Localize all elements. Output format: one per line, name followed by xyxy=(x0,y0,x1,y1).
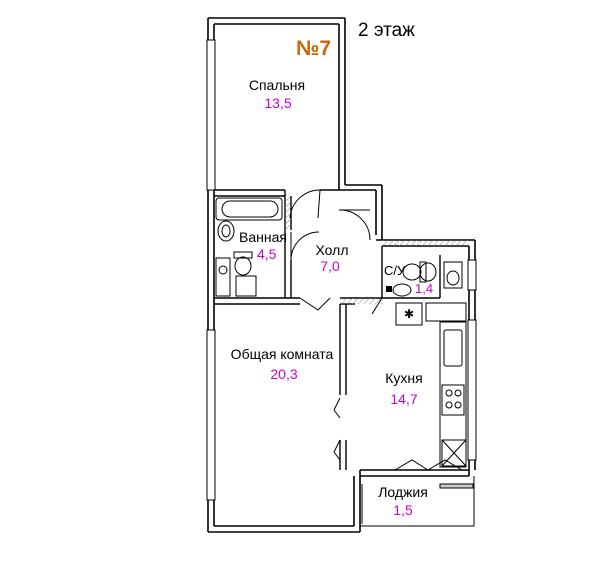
room-area-wc: 1,4 xyxy=(415,281,434,296)
floor-label: 2 этаж xyxy=(358,20,415,41)
room-area-bathroom: 4,5 xyxy=(257,246,277,262)
apartment-number: №7 xyxy=(296,37,332,60)
room-name-living: Общая комната xyxy=(230,346,334,362)
room-area-loggia: 1,5 xyxy=(393,502,413,518)
outer-walls xyxy=(207,17,476,533)
room-name-bathroom: Ванная xyxy=(239,229,287,245)
washing-machine-icon xyxy=(215,257,257,297)
loggia-walls xyxy=(360,476,475,527)
windows xyxy=(206,39,477,501)
doors xyxy=(289,189,463,471)
room-area-kitchen: 14,7 xyxy=(390,391,418,407)
room-area-hall: 7,0 xyxy=(320,258,340,274)
vent-icon: ✱ xyxy=(386,286,414,321)
room-area-living: 20,3 xyxy=(270,366,298,382)
room-name-loggia: Лоджия xyxy=(378,484,428,500)
toilet-icon xyxy=(233,251,253,276)
room-name-hall: Холл xyxy=(315,242,349,258)
room-name-kitchen: Кухня xyxy=(385,370,423,386)
room-name-wc: С/У xyxy=(384,263,406,278)
stove-icon xyxy=(441,384,465,416)
svg-text:✱: ✱ xyxy=(404,307,414,321)
wc-toilet-icon xyxy=(392,261,463,297)
kitchen-counter xyxy=(395,302,467,468)
sink-icon xyxy=(217,220,235,242)
bathtub-icon xyxy=(215,197,283,221)
room-name-bedroom: Спальня xyxy=(248,77,306,93)
room-area-bedroom: 13,5 xyxy=(264,95,292,111)
hatched-partitions xyxy=(285,196,469,304)
